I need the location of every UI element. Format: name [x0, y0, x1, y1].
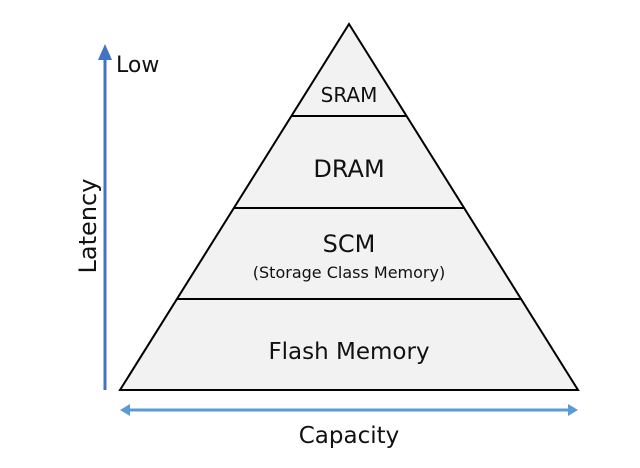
capacity-arrowhead-right-icon	[568, 404, 578, 416]
level-sram-label: SRAM	[321, 83, 378, 107]
level-scm-label: SCM	[323, 230, 376, 258]
latency-axis-label: Latency	[74, 179, 102, 274]
capacity-axis-label: Capacity	[299, 423, 400, 449]
capacity-arrowhead-left-icon	[120, 404, 130, 416]
level-dram-label: DRAM	[313, 155, 384, 183]
level-scm-sublabel: (Storage Class Memory)	[253, 263, 445, 282]
latency-arrowhead-icon	[98, 44, 112, 60]
level-flash-label: Flash Memory	[268, 339, 429, 365]
latency-low-label: Low	[116, 53, 159, 78]
